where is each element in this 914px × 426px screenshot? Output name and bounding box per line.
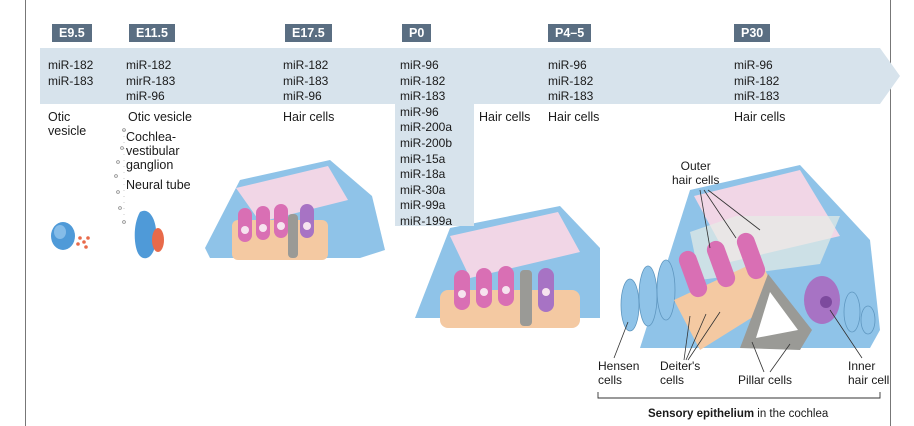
label-hensen-cells: Hensen cells bbox=[598, 360, 639, 387]
mirna-item: miR-183 bbox=[734, 89, 779, 105]
stage-badge-p0: P0 bbox=[402, 24, 431, 42]
caption-rest: in the cochlea bbox=[754, 408, 828, 420]
stage-badge-p30: P30 bbox=[734, 24, 770, 42]
mirna-item: miR-200a bbox=[400, 120, 452, 136]
mirna-item: miR-18a bbox=[400, 167, 452, 183]
mirna-item: miR-96 bbox=[734, 58, 779, 74]
mirna-item: miR-183 bbox=[283, 74, 328, 90]
caption-bold: Sensory epithelium bbox=[648, 408, 754, 420]
mirna-list-p4-5: miR-96 miR-182 miR-183 bbox=[548, 58, 593, 105]
tissue-label-e9-5: Otic vesicle bbox=[48, 110, 86, 138]
stage-badge-e11-5: E11.5 bbox=[129, 24, 175, 42]
mirna-list-e11-5: miR-182 mirR-183 miR-96 bbox=[126, 58, 175, 105]
epithelium-e175 bbox=[205, 160, 385, 260]
mirna-item: miR-96 bbox=[548, 58, 593, 74]
tissue-label-e11-5-neural-tube: Neural tube bbox=[126, 178, 191, 192]
label-pillar-cells: Pillar cells bbox=[738, 374, 792, 388]
tissue-label-e17-5: Hair cells bbox=[283, 110, 334, 124]
neural-crest-dots-e95 bbox=[76, 236, 90, 249]
mirna-item: miR-183 bbox=[400, 89, 452, 105]
stage-badge-p4-5: P4–5 bbox=[548, 24, 591, 42]
label-outer-hair-cells: Outer hair cells bbox=[672, 160, 719, 187]
label-inner-hair-cell: Inner hair cell bbox=[848, 360, 889, 387]
mirna-item: miR-96 bbox=[283, 89, 328, 105]
mirna-item: miR-182 bbox=[734, 74, 779, 90]
mirna-item: miR-96 bbox=[126, 89, 175, 105]
ganglion-e115 bbox=[152, 228, 164, 252]
epithelium-p30 bbox=[621, 165, 880, 350]
mirna-item: miR-199a bbox=[400, 214, 452, 230]
mirna-list-p30: miR-96 miR-182 miR-183 bbox=[734, 58, 779, 105]
mirna-item: miR-200b bbox=[400, 136, 452, 152]
mirna-item: miR-182 bbox=[126, 58, 175, 74]
mirna-item: miR-15a bbox=[400, 152, 452, 168]
label-deiters-cells: Deiter's cells bbox=[660, 360, 700, 387]
mirna-item: miR-182 bbox=[400, 74, 452, 90]
mirna-item: mirR-183 bbox=[126, 74, 175, 90]
tissue-label-p4-5: Hair cells bbox=[548, 110, 599, 124]
tissue-label-e11-5-otic: Otic vesicle bbox=[128, 110, 192, 124]
stage-badge-e9-5: E9.5 bbox=[52, 24, 92, 42]
mirna-item: miR-183 bbox=[48, 74, 93, 90]
mirna-item: miR-182 bbox=[283, 58, 328, 74]
tissue-label-p30: Hair cells bbox=[734, 110, 785, 124]
mirna-item: miR-30a bbox=[400, 183, 452, 199]
mirna-list-e9-5: miR-182 miR-183 bbox=[48, 58, 93, 89]
tissue-label-e11-5-ganglion: Cochlea- vestibular ganglion bbox=[126, 130, 180, 172]
stage-badge-e17-5: E17.5 bbox=[285, 24, 332, 42]
mirna-list-e17-5: miR-182 miR-183 miR-96 bbox=[283, 58, 328, 105]
mirna-item: miR-96 bbox=[400, 105, 452, 121]
mirna-item: miR-182 bbox=[48, 58, 93, 74]
mirna-item: miR-183 bbox=[548, 89, 593, 105]
mirna-list-p0: miR-96 miR-182 miR-183 miR-96 miR-200a m… bbox=[400, 58, 452, 230]
sensory-epithelium-bracket bbox=[598, 392, 880, 398]
mirna-item: miR-182 bbox=[548, 74, 593, 90]
figure-caption: Sensory epithelium in the cochlea bbox=[648, 408, 828, 420]
tissue-label-p0: Hair cells bbox=[479, 110, 530, 124]
mirna-item: miR-99a bbox=[400, 198, 452, 214]
mirna-item: miR-96 bbox=[400, 58, 452, 74]
